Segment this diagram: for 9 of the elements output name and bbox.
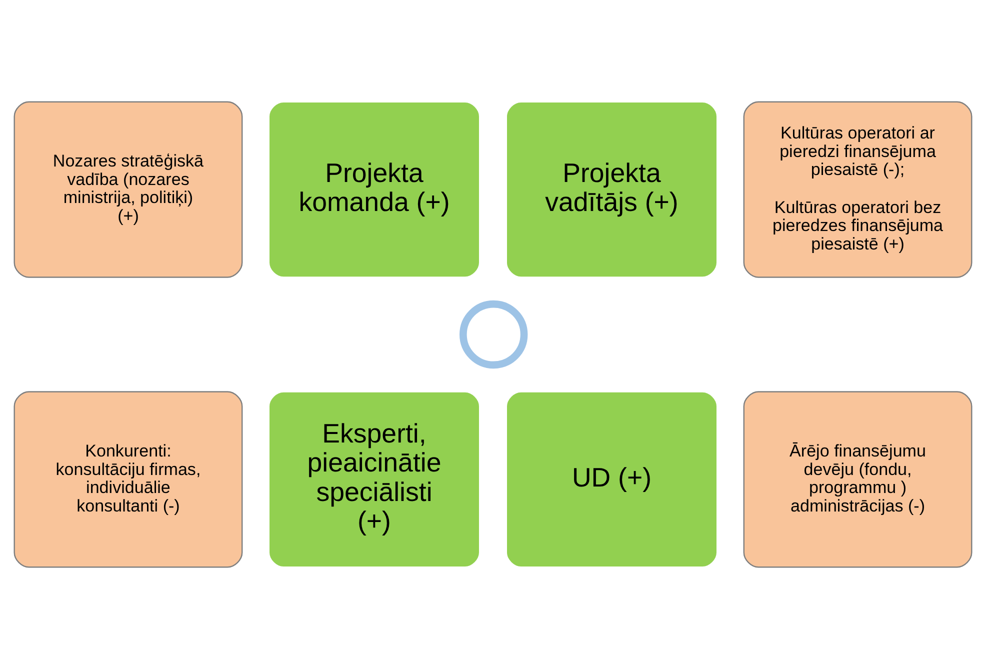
node-box: Ārējo finansējumu devēju (fondu, programmu ) administrācijas (-) [742, 390, 972, 568]
node-box: Eksperti, pieaicinātie speciālisti (+) [268, 390, 480, 568]
node-box: Projekta vadītājs (+) [505, 100, 718, 278]
node-circle [459, 300, 528, 368]
node-box: Projekta komanda (+) [268, 100, 480, 278]
node-box: Konkurenti: konsultāciju firmas, individuālie konsultanti (-) [13, 390, 242, 568]
node-box: Kultūras operatori ar pieredzi finansējuma piesaistē (-); Kultūras operatori bez pieredzes finansējuma piesaistē (+) [742, 100, 972, 278]
node-box: Nozares stratēģiskā vadība (nozares ministrija, politiķi) (+) [13, 100, 242, 278]
node-box: UD (+) [505, 390, 718, 568]
